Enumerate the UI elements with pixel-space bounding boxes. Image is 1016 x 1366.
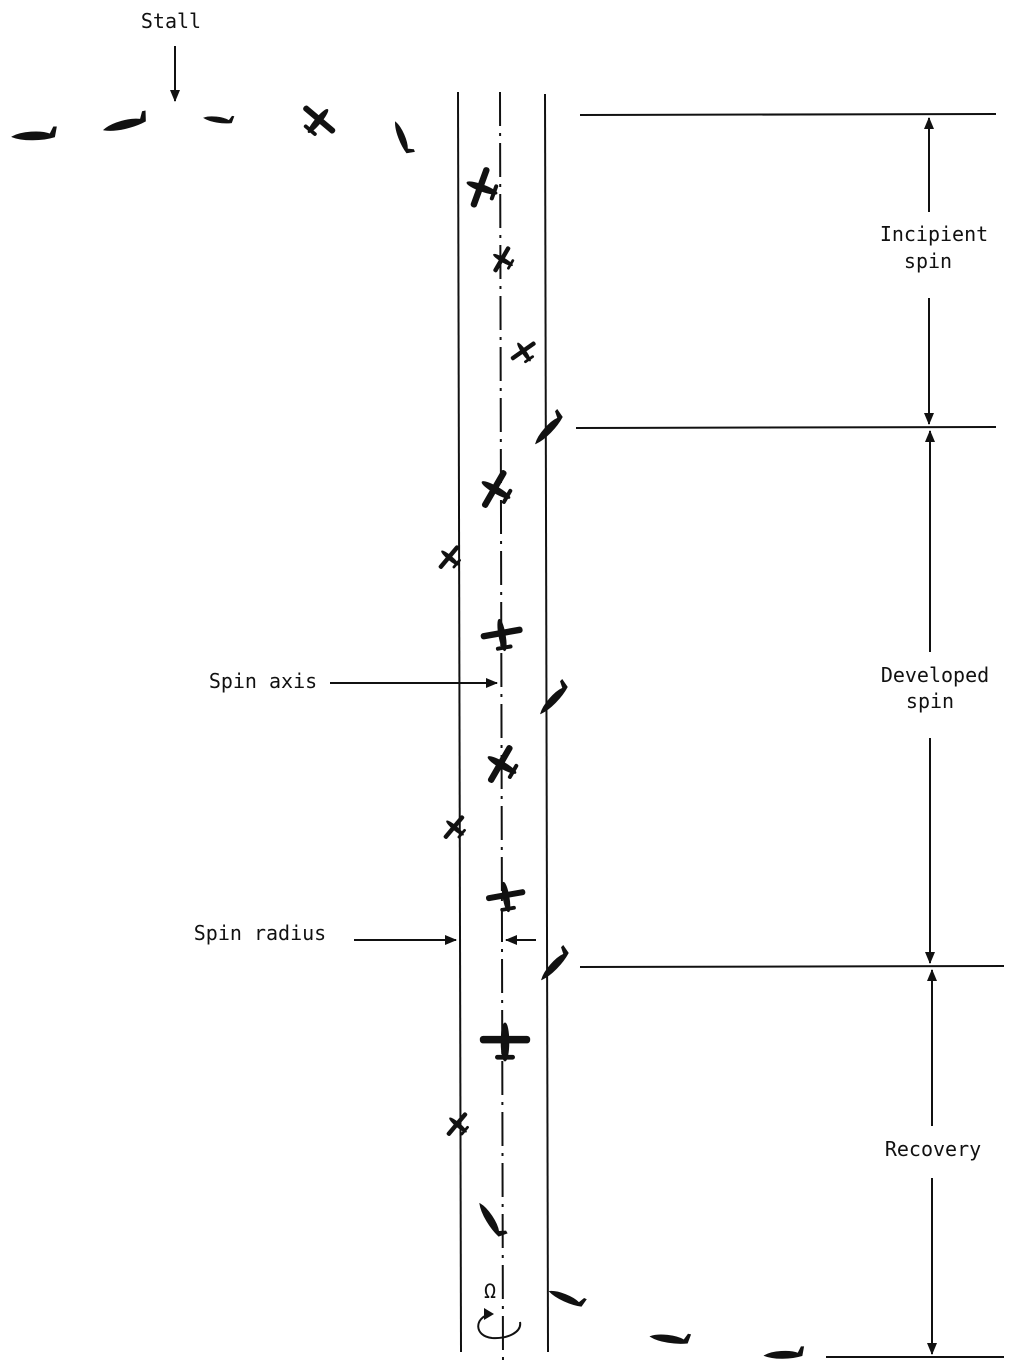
recovery-label: Recovery [885, 1137, 981, 1161]
airplane-icon-18 [479, 1022, 531, 1062]
airplane-icon-19 [440, 1106, 476, 1144]
airplane-icon-16 [483, 878, 529, 916]
spin-axis-line [499, 91, 504, 1366]
incipient-label-line1: Incipient [880, 222, 988, 246]
stall-label: Stall [141, 9, 201, 33]
airplane-icon-9 [529, 409, 566, 446]
rotation-omega-label: Ω [484, 1279, 496, 1303]
phase-boundary-top [579, 113, 997, 116]
airplane-icon-4 [293, 96, 343, 146]
developed-label-line1: Developed [881, 663, 989, 687]
airplane-icon-13 [534, 679, 571, 716]
airplane-icon-21 [547, 1283, 587, 1310]
spin-envelope-left-line [457, 91, 462, 1353]
airplane-icon-15 [437, 809, 473, 847]
airplane-icon-23 [764, 1346, 804, 1359]
spin-envelope-right-line [544, 93, 549, 1353]
phase-boundary-developed-recovery [579, 965, 1005, 968]
airplane-icon-1 [11, 126, 57, 141]
rotation-arrowhead-icon [484, 1308, 494, 1320]
phase-boundary-incipient-developed [575, 426, 997, 429]
airplane-icon-22 [649, 1327, 691, 1347]
airplane-icon-11 [432, 539, 468, 577]
airplane-icon-17 [535, 945, 572, 982]
airplane-icon-7 [486, 241, 520, 279]
airplane-icon-6 [459, 162, 505, 214]
spin-radius-label: Spin radius [194, 921, 326, 945]
airplane-icon-5 [392, 119, 415, 156]
airplane-icon-10 [471, 463, 521, 517]
airplane-icon-12 [478, 615, 526, 655]
rotation-arrow-icon [477, 1313, 522, 1340]
spin-axis-label: Spin axis [209, 669, 317, 693]
airplane-icon-8 [505, 334, 543, 370]
airplane-icons [11, 96, 804, 1359]
incipient-label-line2: spin [904, 249, 952, 273]
airplane-icon-3 [203, 111, 235, 126]
developed-label-line2: spin [906, 689, 954, 713]
airplane-icon-2 [101, 110, 149, 134]
